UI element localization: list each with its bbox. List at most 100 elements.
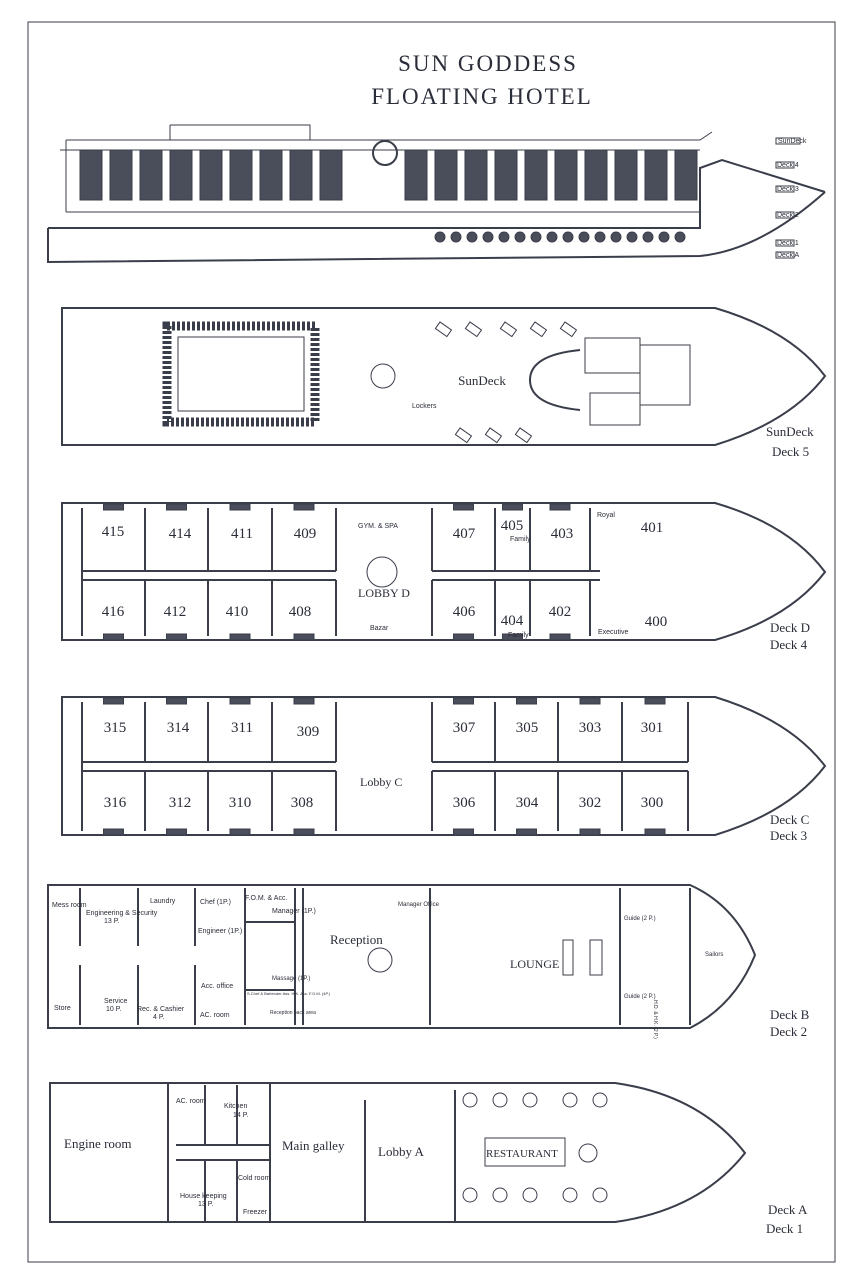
porthole: [450, 231, 462, 243]
cabin-number: 315: [104, 720, 127, 736]
royal-label: Royal: [597, 512, 615, 519]
porthole: [546, 231, 558, 243]
room-label: F.O.M. & Acc.: [245, 895, 287, 902]
cabin-number: 300: [641, 795, 664, 811]
deck-a-number: Deck 1: [766, 1221, 803, 1236]
page-frame: [27, 21, 836, 1263]
legend-label: Deck 3: [777, 186, 799, 193]
sundeck-name: SunDeck: [458, 373, 506, 388]
lobby-c-label: Lobby C: [360, 775, 402, 789]
deck-b-number: Deck 2: [770, 1024, 807, 1039]
cabin-number: 401: [641, 520, 664, 536]
lockers-label: Lockers: [412, 403, 437, 410]
deck-a-plan: Engine room AC. room Kitchen 14 P. Cold …: [49, 1082, 808, 1236]
balcony-window: [644, 828, 666, 836]
legend-label: SunDeck: [778, 138, 807, 145]
family-label: Family: [510, 536, 531, 543]
cabin-number: 416: [102, 604, 125, 620]
cabin-number: 308: [291, 795, 314, 811]
profile-balcony: [434, 149, 458, 201]
dining-table: [522, 1092, 538, 1108]
profile-balcony: [464, 149, 488, 201]
balcony-window: [579, 697, 601, 705]
balcony-window: [453, 697, 474, 705]
cabin-number: 412: [164, 604, 187, 620]
sun-lounger: [454, 427, 473, 444]
porthole: [434, 231, 446, 243]
deck-d-plan: 415 414 411 409 407 405 403 401 416 412 …: [61, 502, 827, 652]
cabin-number: 415: [102, 524, 125, 540]
cabin-number: 309: [297, 724, 320, 740]
porthole: [562, 231, 574, 243]
profile-balcony: [319, 149, 343, 201]
sundeck-deck-label: SunDeck: [766, 424, 814, 439]
balcony-window: [453, 828, 474, 836]
porthole: [530, 231, 542, 243]
room-label: Manager Office: [398, 902, 440, 908]
balcony-window: [549, 503, 571, 511]
balcony-window: [644, 697, 666, 705]
balcony-window: [579, 828, 601, 836]
room-label: Massage (1P.): [272, 976, 310, 982]
balcony-window: [229, 503, 251, 511]
lobby-a-label: Lobby A: [378, 1144, 424, 1159]
sun-lounger: [484, 427, 503, 444]
cabin-number: 316: [104, 795, 127, 811]
room-label: Kitchen: [224, 1103, 247, 1110]
legend-label: Deck 4: [777, 162, 799, 169]
dining-table: [592, 1092, 608, 1108]
jacuzzi: [370, 363, 396, 389]
balcony-window: [103, 503, 124, 511]
balcony-window: [229, 697, 251, 705]
cabin-number: 409: [294, 526, 317, 542]
sun-lounger: [464, 321, 483, 338]
room-label: Guide (2 P.): [624, 916, 656, 922]
profile-balcony: [674, 149, 698, 201]
deck-b-label: Deck B: [770, 1007, 810, 1022]
deck-a-label: Deck A: [768, 1202, 808, 1217]
lobby-d-label: LOBBY D: [358, 586, 410, 600]
balcony-window: [293, 828, 315, 836]
pool: [162, 321, 320, 427]
cabin-number: 301: [641, 720, 664, 736]
balcony-window: [293, 697, 315, 705]
balcony-window: [453, 633, 474, 641]
family-label: Family: [508, 632, 529, 639]
deck-b-plan: Mess room Engineering & Security 13 P. L…: [47, 884, 810, 1039]
cabin-number: 411: [231, 526, 253, 542]
main-galley-label: Main galley: [282, 1138, 345, 1153]
room-label: Service: [104, 998, 127, 1005]
balcony-window: [103, 697, 124, 705]
room-label: Acc. office: [201, 983, 233, 990]
cabin-number: 407: [453, 526, 476, 542]
room-label: 4 P.: [153, 1014, 165, 1021]
room-label: Freezer: [243, 1209, 268, 1216]
profile-balcony: [644, 149, 668, 201]
room-label: Chef (1P.): [200, 899, 231, 906]
porthole: [674, 231, 686, 243]
executive-label: Executive: [598, 629, 628, 636]
room-label: H.D. & H.K. (2 P.): [652, 1000, 658, 1039]
room-label: 13 P.: [104, 918, 119, 925]
title-line-1: SUN GODDESS: [398, 51, 578, 76]
room-label: 13 P.: [198, 1201, 213, 1208]
room-label: Mess room: [52, 902, 87, 909]
porthole: [498, 231, 510, 243]
profile-balcony: [554, 149, 578, 201]
room-label: Laundry: [150, 898, 176, 905]
profile-balcony: [259, 149, 283, 201]
room-label: Store: [54, 1005, 71, 1012]
profile-balcony: [199, 149, 223, 201]
balcony-window: [103, 633, 124, 641]
sundeck-deck-number: Deck 5: [772, 444, 809, 459]
legend-label: Deck 1: [777, 240, 799, 247]
cabin-number: 303: [579, 720, 602, 736]
dining-table: [522, 1187, 538, 1203]
deck-d-number: Deck 4: [770, 637, 808, 652]
profile-balcony: [404, 149, 428, 201]
cabin-number: 405: [501, 518, 524, 534]
profile-balcony: [584, 149, 608, 201]
profile-balcony: [524, 149, 548, 201]
balcony-window: [103, 828, 124, 836]
